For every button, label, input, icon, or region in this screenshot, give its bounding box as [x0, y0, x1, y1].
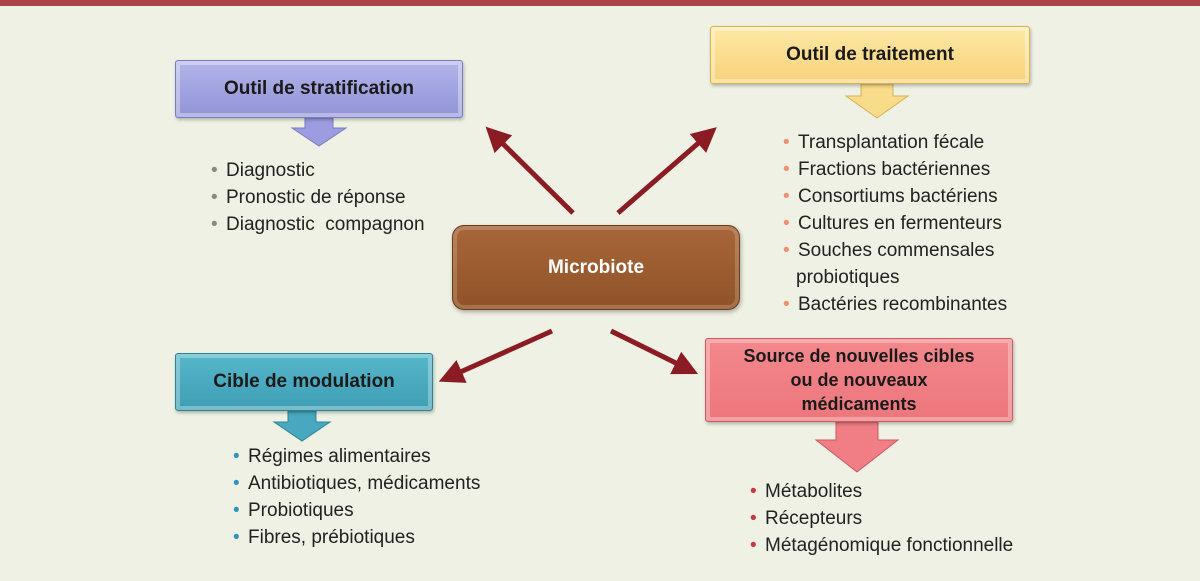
treatment-box: Outil de traitement: [710, 26, 1030, 84]
bullet-icon: •: [233, 527, 240, 548]
bullet-icon: •: [783, 132, 790, 153]
list-item: •Récepteurs: [750, 505, 1013, 532]
bullet-icon: •: [783, 213, 790, 234]
bullet-icon: •: [783, 240, 790, 261]
list-item: •Régimes alimentaires: [233, 443, 480, 470]
list-item: •Métagénomique fonctionnelle: [750, 532, 1013, 559]
source-title-line: ou de nouveaux: [790, 370, 928, 390]
modulation-list: •Régimes alimentaires •Antibiotiques, mé…: [233, 443, 480, 551]
list-item: •Antibiotiques, médicaments: [233, 470, 480, 497]
modulation-box: Cible de modulation: [175, 353, 433, 411]
list-item: •Probiotiques: [233, 497, 480, 524]
arrow-to-stratification: [485, 126, 575, 215]
list-item: •Fibres, prébiotiques: [233, 524, 480, 551]
block-arrow-modulation: [272, 410, 332, 442]
bullet-icon: •: [233, 500, 240, 521]
bullet-icon: •: [233, 446, 240, 467]
list-item: •Consortiums bactériens: [783, 183, 1007, 210]
source-list: •Métabolites •Récepteurs •Métagénomique …: [750, 478, 1013, 559]
stratification-box: Outil de stratification: [175, 60, 463, 118]
list-item: •Cultures en fermenteurs: [783, 210, 1007, 237]
stratification-list: •Diagnostic •Pronostic de réponse •Diagn…: [211, 157, 425, 238]
arrow-to-modulation: [438, 328, 554, 383]
block-arrow-stratification: [290, 117, 348, 147]
stratification-title: Outil de stratification: [223, 78, 415, 99]
list-item: •Transplantation fécale: [783, 129, 1007, 156]
arrow-to-source: [609, 328, 699, 375]
arrow-to-treatment: [616, 127, 717, 215]
list-item: •Diagnostic compagnon: [211, 211, 425, 238]
source-title-line: médicaments: [801, 394, 917, 414]
block-arrow-source: [814, 421, 900, 473]
list-item: •Diagnostic: [211, 157, 425, 184]
top-accent-bar: [0, 0, 1200, 6]
list-item: •Bactéries recombinantes: [783, 291, 1007, 318]
list-item: •Souches commensales: [783, 237, 1007, 264]
bullet-icon: •: [783, 294, 790, 315]
bullet-icon: •: [750, 535, 757, 556]
source-title-line: Source de nouvelles cibles: [743, 346, 975, 366]
bullet-icon: •: [750, 508, 757, 529]
bullet-icon: •: [211, 214, 218, 235]
list-item: •Métabolites: [750, 478, 1013, 505]
list-item-continuation: probiotiques: [796, 267, 900, 288]
modulation-title: Cible de modulation: [213, 371, 395, 392]
treatment-list: •Transplantation fécale •Fractions bacté…: [783, 129, 1007, 318]
source-box: Source de nouvelles cibles ou de nouveau…: [705, 338, 1013, 422]
block-arrow-treatment: [844, 83, 910, 119]
bullet-icon: •: [783, 186, 790, 207]
list-item: •Fractions bactériennes: [783, 156, 1007, 183]
bullet-icon: •: [211, 160, 218, 181]
center-label: Microbiote: [547, 256, 645, 278]
bullet-icon: •: [211, 187, 218, 208]
treatment-title: Outil de traitement: [786, 44, 954, 65]
bullet-icon: •: [783, 159, 790, 180]
list-item: •Pronostic de réponse: [211, 184, 425, 211]
bullet-icon: •: [750, 481, 757, 502]
microbiote-center-box: Microbiote: [452, 225, 740, 310]
bullet-icon: •: [233, 473, 240, 494]
